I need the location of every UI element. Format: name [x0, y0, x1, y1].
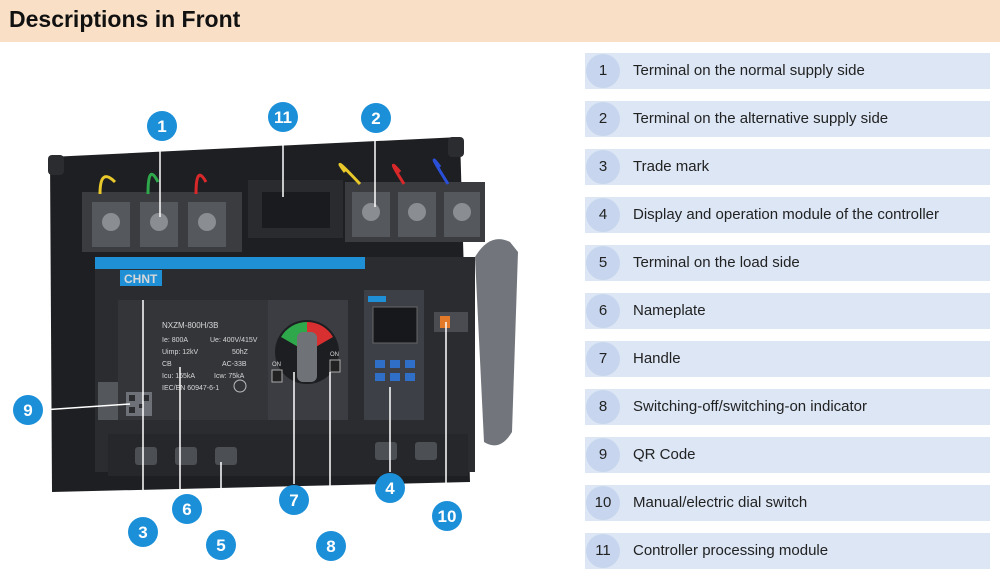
header-bar: Descriptions in Front: [0, 0, 1000, 42]
on-label-right: ON: [330, 352, 339, 358]
load-terminals: [108, 434, 468, 476]
callout-2: 2: [361, 103, 391, 133]
nameplate-line: 50hZ: [232, 349, 249, 356]
nameplate-line: Icw: 75kA: [214, 373, 245, 380]
legend-label: QR Code: [633, 446, 696, 463]
on-indicator-right: [329, 359, 341, 373]
nameplate-line: Ie: 800A: [162, 337, 188, 344]
switch-illustration: CHNT NXZM-800H/3B Ie: 800A Ue: 400V/415V…: [13, 102, 518, 561]
handle-panel: ON ON: [268, 300, 348, 420]
nameplate-model: NXZM-800H/3B: [162, 321, 218, 330]
legend-number: 9: [586, 438, 620, 472]
legend-label: Terminal on the load side: [633, 254, 800, 271]
legend-label: Terminal on the alternative supply side: [633, 110, 889, 127]
side-lever: [475, 239, 518, 446]
legend-number: 3: [586, 150, 620, 184]
svg-text:11: 11: [274, 108, 292, 127]
legend-label: Nameplate: [633, 302, 706, 319]
legend-label: Controller processing module: [633, 542, 829, 559]
legend-row: 9 QR Code: [585, 437, 990, 473]
callout-7: 7: [279, 485, 309, 515]
controller-processing-module: [248, 180, 343, 238]
svg-text:6: 6: [182, 500, 191, 519]
on-indicator-left: [271, 369, 283, 383]
svg-text:10: 10: [438, 507, 457, 526]
leader-lines: [41, 128, 447, 530]
legend-label: Display and operation module of the cont…: [633, 206, 940, 223]
svg-text:9: 9: [23, 401, 32, 420]
svg-text:5: 5: [216, 536, 225, 555]
alternative-supply-terminals: [338, 158, 485, 242]
legend-number: 2: [586, 102, 620, 136]
trade-mark: CHNT: [124, 272, 158, 286]
legend-label: Manual/electric dial switch: [633, 494, 808, 511]
nameplate-line: Icu: 165kA: [162, 373, 195, 380]
callout-4: 4: [375, 473, 405, 503]
legend-number: 1: [586, 54, 620, 88]
nameplate-line: CB: [162, 361, 172, 368]
callout-10: 10: [432, 501, 462, 531]
svg-text:8: 8: [326, 537, 335, 556]
legend-number: 7: [586, 342, 620, 376]
normal-supply-terminals: [82, 172, 242, 252]
controller-display-module: [364, 290, 424, 420]
legend-number: 4: [586, 198, 620, 232]
callout-1: 1: [147, 111, 177, 141]
legend-number: 5: [586, 246, 620, 280]
nameplate-line: Ue: 400V/415V: [210, 337, 258, 344]
legend-row: 4 Display and operation module of the co…: [585, 197, 990, 233]
legend-label: Terminal on the normal supply side: [633, 62, 865, 79]
legend-number: 11: [586, 534, 620, 568]
callout-11: 11: [268, 102, 298, 132]
manual-electric-dial-switch: [434, 312, 468, 332]
legend-row: 11 Controller processing module: [585, 533, 990, 569]
brand-badge: [120, 270, 162, 286]
nameplate-line: Uimp: 12kV: [162, 349, 199, 356]
legend-number: 6: [586, 294, 620, 328]
legend-label: Handle: [633, 350, 681, 367]
legend-label: Trade mark: [633, 158, 710, 175]
plate-slot: [48, 155, 64, 175]
callout-9: 9: [13, 395, 43, 425]
handle: [297, 332, 317, 382]
legend-row: 8 Switching-off/switching-on indicator: [585, 389, 990, 425]
legend-number: 10: [586, 486, 620, 520]
legend-row: 1 Terminal on the normal supply side: [585, 53, 990, 89]
legend-row: 2 Terminal on the alternative supply sid…: [585, 101, 990, 137]
nameplate-line: IEC/EN 60947-6-1: [162, 385, 219, 392]
callout-5: 5: [206, 530, 236, 560]
product-figure: CHNT NXZM-800H/3B Ie: 800A Ue: 400V/415V…: [0, 42, 580, 580]
legend-row: 7 Handle: [585, 341, 990, 377]
callout-6: 6: [172, 494, 202, 524]
qr-code: [126, 392, 152, 416]
svg-text:4: 4: [385, 479, 395, 498]
callout-3: 3: [128, 517, 158, 547]
legend-row: 10 Manual/electric dial switch: [585, 485, 990, 521]
legend-number: 8: [586, 390, 620, 424]
page-title: Descriptions in Front: [9, 6, 241, 32]
svg-text:1: 1: [157, 117, 166, 136]
on-label-left: ON: [272, 362, 281, 368]
svg-text:7: 7: [289, 491, 298, 510]
plate-slot: [448, 137, 464, 157]
svg-text:3: 3: [138, 523, 147, 542]
legend-row: 6 Nameplate: [585, 293, 990, 329]
nameplate-line: AC-33B: [222, 361, 247, 368]
legend-label: Switching-off/switching-on indicator: [633, 398, 868, 415]
legend-row: 3 Trade mark: [585, 149, 990, 185]
nameplate: NXZM-800H/3B Ie: 800A Ue: 400V/415V Uimp…: [162, 321, 258, 393]
svg-text:2: 2: [371, 109, 380, 128]
callout-8: 8: [316, 531, 346, 561]
legend-row: 5 Terminal on the load side: [585, 245, 990, 281]
